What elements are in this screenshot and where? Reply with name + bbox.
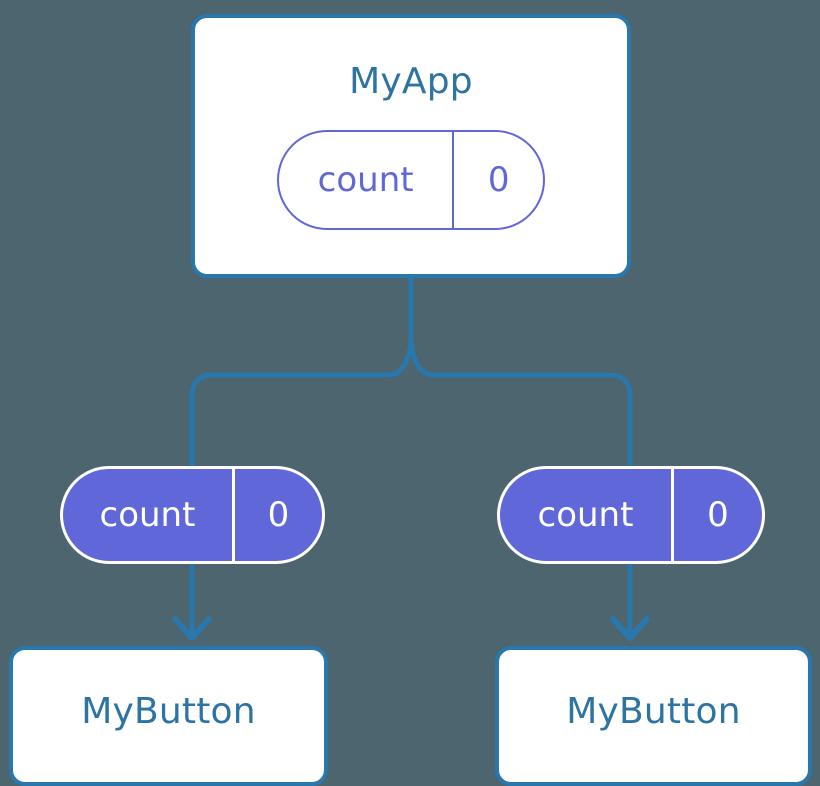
component-title-mybutton: MyButton: [81, 691, 256, 732]
prop-pill-value: 0: [707, 495, 729, 535]
state-pill-count[interactable]: count 0: [277, 130, 545, 230]
component-tree-diagram: MyApp count 0 count 0 count 0 MyButton M…: [9, 14, 812, 786]
prop-pill-count-left[interactable]: count 0: [60, 466, 325, 564]
component-box-mybutton-left[interactable]: MyButton: [9, 646, 328, 786]
prop-pill-key: count: [63, 469, 235, 561]
prop-pill-value: 0: [267, 495, 290, 535]
tree-branch-connector: [408, 275, 633, 469]
prop-pill-count-right[interactable]: count 0: [497, 466, 765, 564]
component-title-myapp: MyApp: [349, 61, 473, 102]
prop-arrow-left: [172, 563, 212, 641]
component-box-mybutton-right[interactable]: MyButton: [495, 646, 812, 786]
state-pill-value: 0: [487, 160, 510, 200]
tree-branch-connector-left: [189, 333, 414, 469]
prop-pill-key: count: [500, 469, 674, 561]
component-title-mybutton: MyButton: [566, 691, 741, 732]
component-box-myapp[interactable]: MyApp: [191, 14, 631, 278]
prop-arrow-right: [610, 563, 650, 641]
state-pill-key: count: [279, 132, 455, 228]
